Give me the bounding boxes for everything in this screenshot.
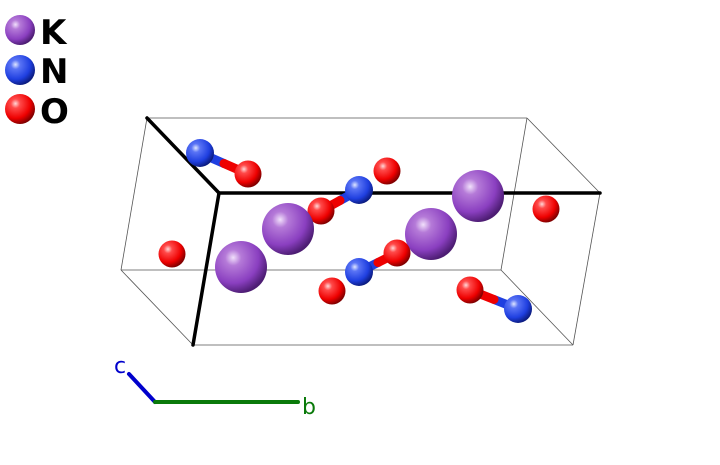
cell-edge-bold bbox=[145, 116, 221, 195]
atom-k bbox=[262, 203, 314, 255]
c-axis-line bbox=[127, 372, 157, 404]
atom-o bbox=[307, 197, 335, 225]
atom-o bbox=[373, 157, 401, 185]
legend: K N O bbox=[5, 13, 69, 132]
legend-o-label: O bbox=[40, 92, 69, 132]
atom-o bbox=[158, 240, 186, 268]
c-axis-label: c bbox=[114, 354, 126, 379]
atom-o bbox=[383, 239, 411, 267]
unit-cell bbox=[120, 117, 601, 346]
cell-edge bbox=[120, 269, 194, 346]
cell-edge bbox=[500, 269, 574, 346]
cell-edge bbox=[120, 117, 148, 271]
atom-o bbox=[532, 195, 560, 223]
atoms bbox=[158, 139, 560, 323]
atom-n bbox=[186, 139, 214, 167]
atom-k bbox=[405, 208, 457, 260]
unit-cell-origin-edges bbox=[145, 116, 602, 347]
atom-k bbox=[452, 170, 504, 222]
atom-n bbox=[345, 258, 373, 286]
cell-edge-bold bbox=[191, 191, 221, 347]
legend-item-o: O bbox=[5, 92, 69, 132]
atom-k bbox=[215, 241, 267, 293]
cell-edge bbox=[572, 192, 601, 346]
atom-o bbox=[234, 160, 262, 188]
legend-k-label: K bbox=[40, 13, 68, 53]
legend-k-swatch-icon bbox=[5, 15, 35, 45]
atom-n bbox=[345, 176, 373, 204]
legend-n-label: N bbox=[40, 52, 68, 92]
legend-item-k: K bbox=[5, 13, 68, 53]
legend-n-swatch-icon bbox=[5, 55, 35, 85]
atom-o bbox=[318, 277, 346, 305]
b-axis-label: b bbox=[302, 395, 316, 420]
atom-n bbox=[504, 295, 532, 323]
cell-edge bbox=[526, 117, 601, 194]
atom-o bbox=[456, 276, 484, 304]
legend-o-swatch-icon bbox=[5, 94, 35, 124]
axis-indicator: c b bbox=[114, 354, 316, 420]
legend-item-n: N bbox=[5, 52, 68, 92]
